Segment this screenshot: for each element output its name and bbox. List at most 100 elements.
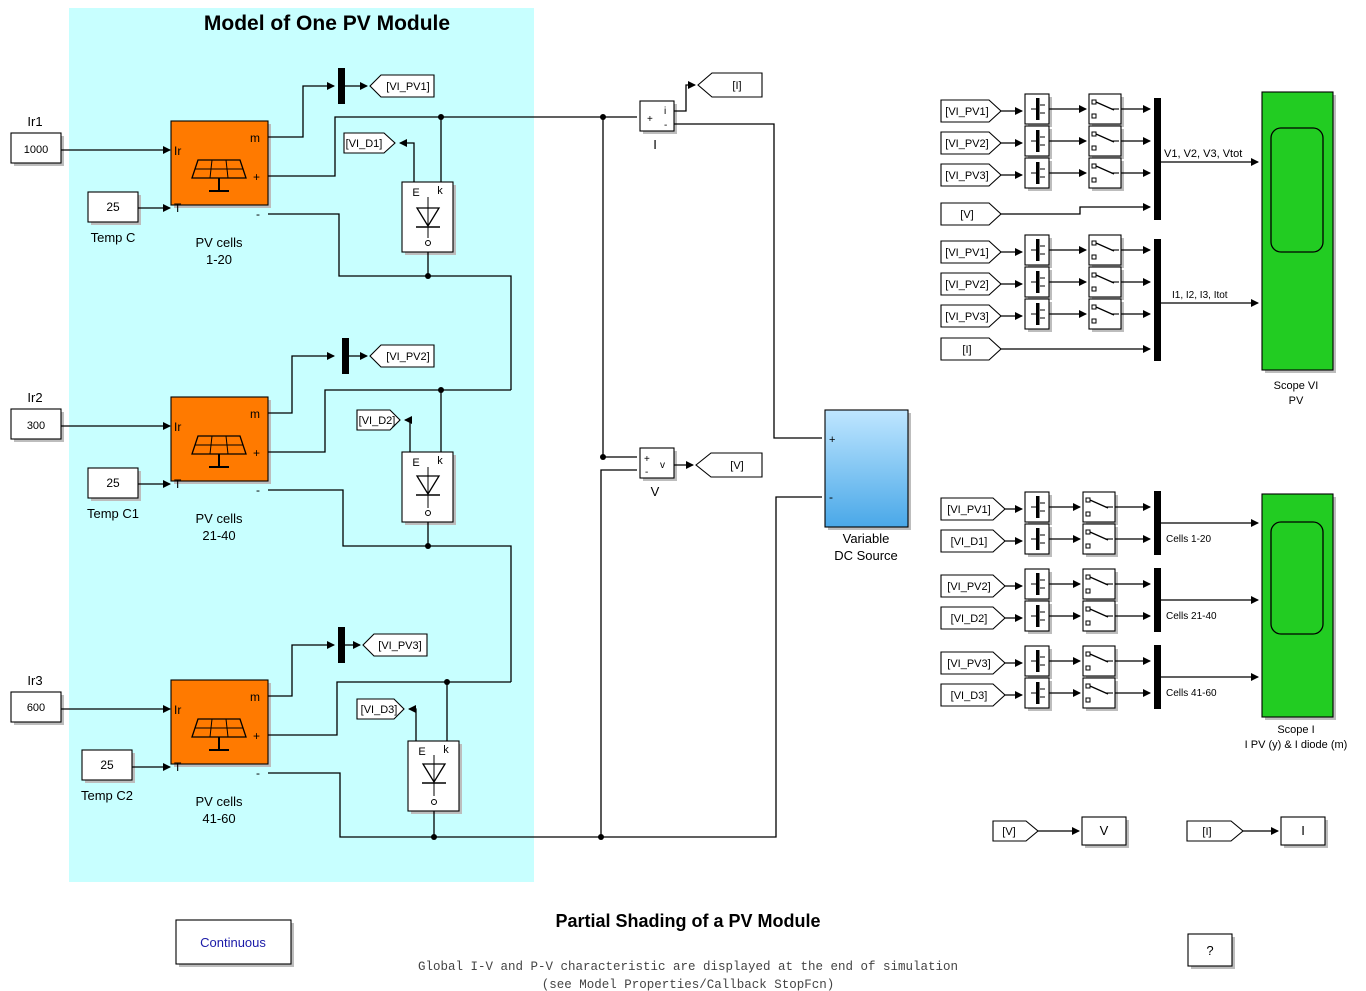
dc-port-plus: + [829,434,835,446]
from-tag[interactable]: [VI_D1] [940,529,1006,553]
demux-block[interactable] [1024,600,1052,634]
constant-ir3[interactable]: Ir3 600 [10,673,64,725]
solver-label: Continuous [200,935,266,950]
from-tag[interactable]: [VI_PV2] [940,574,1006,598]
selector-block[interactable] [1082,677,1118,711]
scope-screen-icon [1270,521,1324,635]
from-tag[interactable]: [I] [940,337,1002,361]
current-sensor[interactable]: + i - I [639,100,677,152]
voltage-sensor[interactable]: + v - V [639,447,677,499]
selector-block[interactable] [1088,266,1124,300]
from-tag-label: [VI_PV3] [947,658,990,670]
help-button[interactable]: ? [1187,933,1235,969]
pv-block-2[interactable]: Ir T m + - PV cells 21-40 [170,396,271,543]
from-tag[interactable]: [VI_PV2] [940,272,1002,296]
diode-icon [415,197,441,238]
pv-block-3[interactable]: Ir T m + - PV cells 41-60 [170,679,271,826]
from-v[interactable]: [V] [992,820,1039,842]
svg-text:k: k [443,744,449,756]
scope-screen-icon [1270,127,1324,253]
model-title: Partial Shading of a PV Module [555,911,820,931]
selector-block[interactable] [1082,645,1118,679]
goto-vi-pv1[interactable]: [VI_PV1] [369,74,435,98]
selector-block[interactable] [1082,600,1118,634]
temp1-label: Temp C [91,230,136,245]
from-tag[interactable]: [VI_PV1] [940,240,1002,264]
signal-row: [VI_PV1] [940,491,1118,525]
scope-i-name-line1: Scope I [1277,724,1314,736]
selector-block[interactable] [1088,125,1124,159]
subsystem-title: Model of One PV Module [204,12,450,35]
goto-vi-d1[interactable]: [VI_D1] [343,132,396,154]
selector-block[interactable] [1088,234,1124,268]
current-sensor-port-plus: + [647,114,653,125]
from-tag[interactable]: [VI_PV2] [940,131,1002,155]
pv1-port-plus: + [253,170,260,184]
variable-dc-source[interactable]: + - Variable DC Source [824,409,911,563]
scope-i[interactable]: Scope I I PV (y) & I diode (m) [1245,493,1348,751]
goto-vi-d3-label: [VI_D3] [361,704,398,716]
solver-config-block[interactable]: Continuous [175,919,294,967]
demux-block[interactable] [1024,298,1052,332]
from-tag-label: [VI_PV1] [947,504,990,516]
goto-vi-pv3[interactable]: [VI_PV3] [362,633,428,657]
demux-block[interactable] [1024,568,1052,602]
from-tag[interactable]: [VI_PV1] [940,99,1002,123]
constant-temp2[interactable]: 25 Temp C1 [87,467,141,521]
diode-block-3[interactable]: E k [407,740,462,814]
goto-vi-pv2[interactable]: [VI_PV2] [369,344,435,368]
from-tag[interactable]: [VI_PV3] [940,163,1002,187]
diode-block-2[interactable]: E k [401,451,456,525]
from-tag-label: [VI_PV2] [947,581,990,593]
voltage-sensor-port-v: v [660,460,665,471]
demux-block[interactable] [1024,125,1052,159]
mux-bar-voltage [1154,98,1161,220]
demux-block[interactable] [1024,523,1052,557]
demux-block[interactable] [1024,677,1052,711]
from-tag[interactable]: [VI_PV1] [940,497,1006,521]
from-tag[interactable]: [VI_PV3] [940,651,1006,675]
selector-block[interactable] [1082,491,1118,525]
from-tag[interactable]: [VI_D3] [940,683,1006,707]
pv-module-area [69,8,534,882]
demux-bar-pv1 [338,68,345,104]
constant-temp1[interactable]: 25 Temp C [87,191,141,245]
from-tag[interactable]: [VI_D2] [940,606,1006,630]
demux-block[interactable] [1024,645,1052,679]
pv-block-1[interactable]: Ir T m + - PV cells 1-20 [170,120,271,267]
demux-block[interactable] [1024,93,1052,127]
from-tag[interactable]: [V] [940,202,1002,226]
selector-block[interactable] [1088,298,1124,332]
ir2-label: Ir2 [27,390,42,405]
from-i[interactable]: [I] [1186,820,1244,842]
demux-block[interactable] [1024,491,1052,525]
from-tag[interactable]: [VI_PV3] [940,304,1002,328]
demux-block[interactable] [1024,157,1052,191]
pv2-port-plus: + [253,446,260,460]
goto-vi-d3[interactable]: [VI_D3] [356,698,405,720]
outport-i[interactable]: I [1280,816,1328,848]
signal-row: [VI_PV2] [940,125,1124,159]
goto-vi-d2[interactable]: [VI_D2] [356,409,401,431]
goto-i[interactable]: [I] [697,72,763,98]
signal-row: [VI_D1] [940,523,1118,557]
outport-v[interactable]: V [1081,816,1129,848]
signal-row: [I] [940,337,1002,361]
selector-block[interactable] [1088,93,1124,127]
pv2-name-line2: 21-40 [202,528,235,543]
scope-vi[interactable]: Scope VI PV [1261,91,1336,407]
diode-block-1[interactable]: E k [401,181,456,255]
goto-v[interactable]: [V] [695,452,763,478]
constant-temp3[interactable]: 25 Temp C2 [81,749,135,803]
demux-block[interactable] [1024,266,1052,300]
constant-ir1[interactable]: Ir1 1000 [10,114,64,166]
temp3-label: Temp C2 [81,788,133,803]
signal-row: [VI_PV2] [940,568,1118,602]
selector-block[interactable] [1082,523,1118,557]
selector-block[interactable] [1088,157,1124,191]
selector-block[interactable] [1082,568,1118,602]
pv3-name-line2: 41-60 [202,811,235,826]
demux-block[interactable] [1024,234,1052,268]
constant-ir2[interactable]: Ir2 300 [10,390,64,442]
